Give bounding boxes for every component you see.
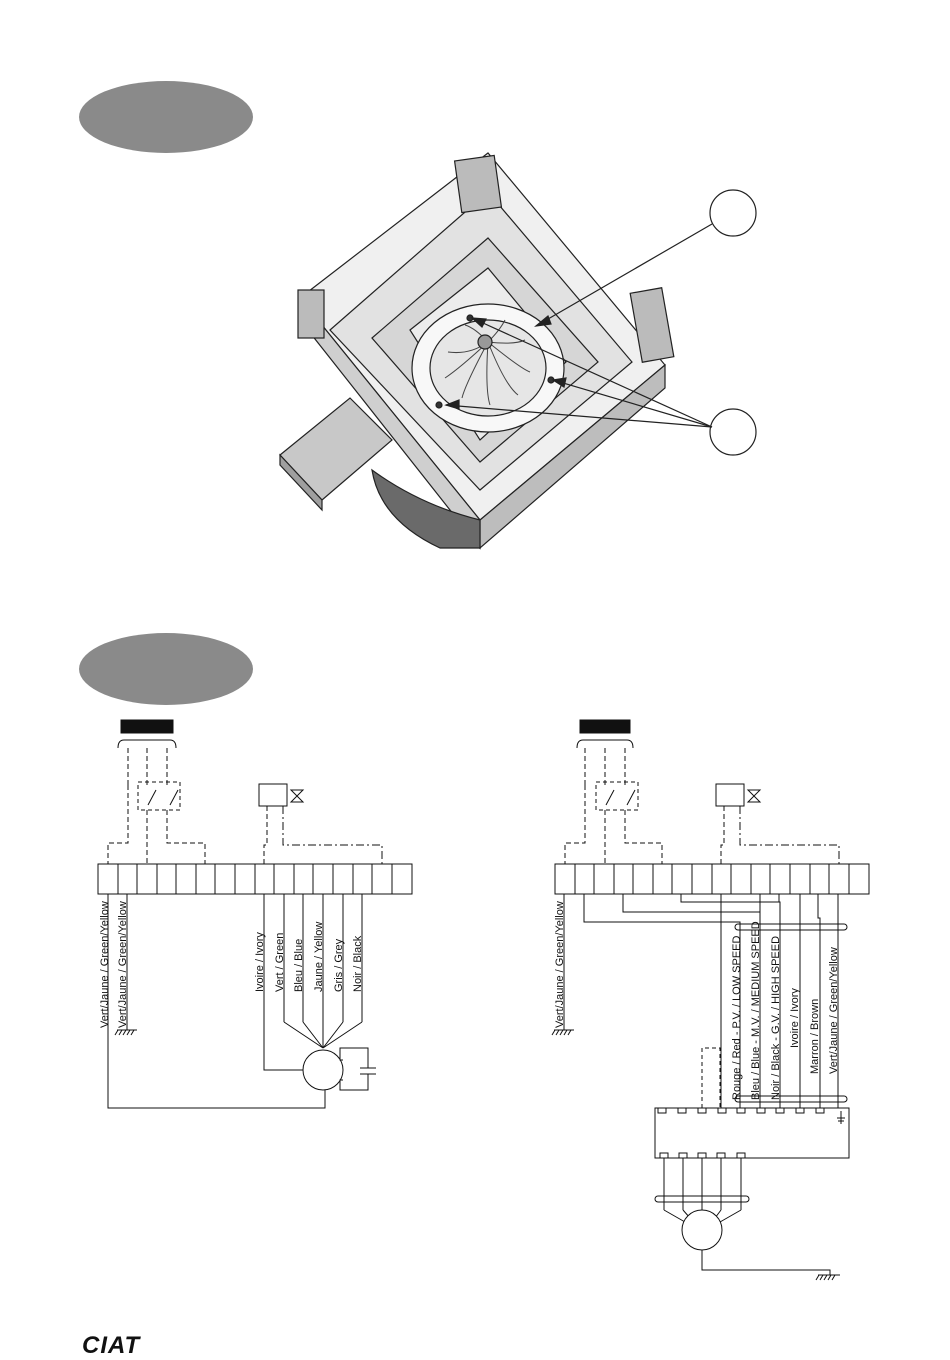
right-cable-tie-top <box>734 923 848 931</box>
left-terminal-dividers <box>117 864 393 894</box>
callout-leader-lines <box>444 223 713 428</box>
left-wire-label-1: Vert/Jaune / Green/Yellow <box>117 901 129 1028</box>
left-capacitor <box>339 1047 376 1091</box>
left-wire-label-7: Noir / Black <box>352 935 364 992</box>
right-wire-label-0: Vert/Jaune / Green/Yellow <box>554 901 566 1028</box>
right-wire-label-2: Bleu / Blue - M.V. / MEDIUM SPEED <box>750 921 762 1100</box>
right-isolator-switch <box>595 781 639 811</box>
right-wire-label-5: Marron / Brown <box>809 999 821 1074</box>
left-wire-labels: Vert/Jaune / Green/Yellow Vert/Jaune / G… <box>99 901 364 1028</box>
left-wire-label-0: Vert/Jaune / Green/Yellow <box>99 901 111 1028</box>
left-earth-symbol <box>114 1029 137 1036</box>
right-wire-label-1: Rouge / Red - P.V. / LOW SPEED <box>731 935 743 1100</box>
left-valve-icon <box>289 789 305 803</box>
left-wiring-diagram <box>97 719 413 1109</box>
right-fan-motor <box>681 1209 723 1251</box>
right-wire-label-4: Ivoire / Ivory <box>789 988 801 1048</box>
right-wire-label-3: Noir / Black - G.V. / HIGH SPEED <box>770 936 782 1100</box>
right-board-earth-mark <box>837 1111 845 1124</box>
left-wire-label-6: Gris / Grey <box>333 938 345 992</box>
left-isolator-switch <box>137 781 181 811</box>
section-badge-bottom <box>79 633 253 705</box>
section-badge-top <box>79 81 253 153</box>
right-terminal-dividers <box>574 864 850 894</box>
right-wire-label-6: Vert/Jaune / Green/Yellow <box>828 947 840 1074</box>
left-wire-label-4: Bleu / Blue <box>293 939 305 992</box>
right-board-top-pins <box>657 1107 825 1114</box>
cassette-unit-illustration <box>279 152 675 550</box>
right-control-board <box>654 1107 850 1159</box>
right-valve-icon <box>746 789 762 803</box>
left-valve-actuator <box>258 783 288 807</box>
callout-circle-2 <box>709 408 757 456</box>
right-cable-tie-bottom <box>734 1095 848 1103</box>
right-earth-symbol-1 <box>551 1029 574 1036</box>
left-wire-label-5: Jaune / Yellow <box>313 922 325 992</box>
left-wire-label-3: Vert / Green <box>274 933 286 992</box>
callout-circle-1 <box>709 189 757 237</box>
right-wire-labels: Vert/Jaune / Green/Yellow Rouge / Red - … <box>554 901 840 1100</box>
left-power-source <box>120 719 174 734</box>
right-motor-cable-tie <box>654 1195 750 1203</box>
left-fan-motor <box>302 1049 344 1091</box>
right-valve-actuator <box>715 783 745 807</box>
ciat-logo: CIAT <box>82 1332 142 1359</box>
right-wiring-diagram <box>551 719 870 1281</box>
right-earth-symbol-2 <box>815 1274 840 1281</box>
left-wire-label-2: Ivoire / Ivory <box>254 932 266 992</box>
right-power-source <box>579 719 631 734</box>
